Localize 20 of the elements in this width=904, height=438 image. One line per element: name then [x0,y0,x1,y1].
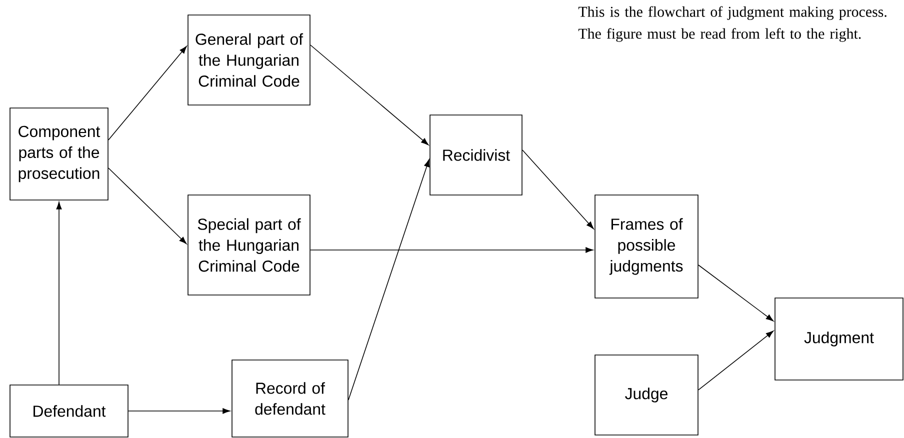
process-box: Special part of the Hungarian Criminal Code [188,194,310,296]
arrow [108,168,187,244]
process-box: General part of the Hungarian Criminal Code [188,14,310,106]
arrow [128,408,230,414]
arrow [56,202,62,385]
arrow [310,247,594,253]
process-box: Recidivist [430,114,522,196]
arrow [698,330,774,390]
arrow [698,264,774,322]
process-box: Component parts of the prosecution [10,108,108,200]
arrow [522,150,594,230]
arrow [348,159,430,400]
arrow [108,46,187,140]
process-box: Record of defendant [232,360,348,438]
process-box: Defendant [10,384,128,438]
process-box: Frames of possible judgments [594,194,698,298]
process-box: Judge [594,354,698,436]
arrow [310,44,429,146]
note-text: This is the flowchart of judgment making process. The figure must be read from left to the right. [578,6,886,42]
process-box: Judgment [774,298,904,380]
